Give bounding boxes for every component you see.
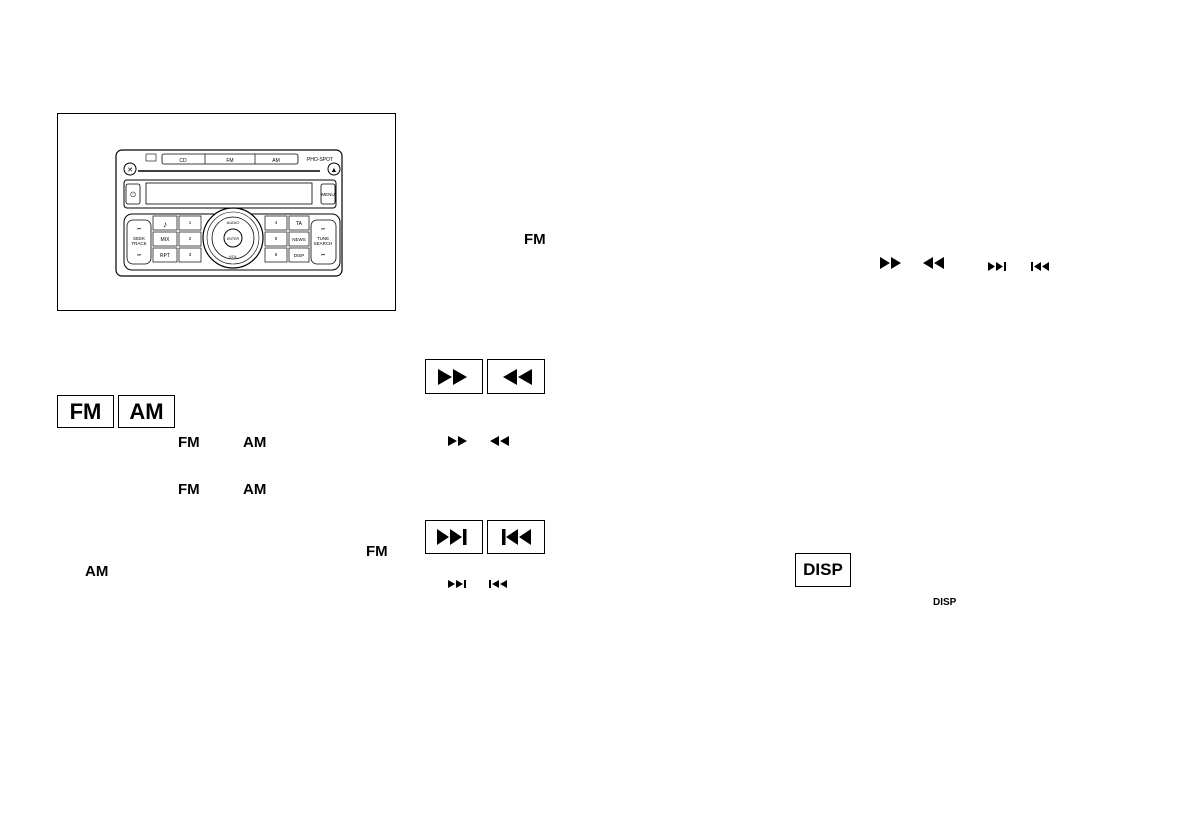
music-note-icon: ♪ (163, 220, 167, 229)
radio-am-label: AM (272, 158, 280, 164)
power-button (125, 183, 141, 205)
svg-text:AUDIO: AUDIO (227, 220, 240, 225)
power-icon: ⏻ (130, 191, 136, 199)
svg-text:TA: TA (296, 221, 303, 227)
radio-brand-label: PHO-SPOT (307, 157, 333, 163)
svg-text:⏭: ⏭ (137, 252, 141, 257)
disp-button-illustration: DISP (795, 553, 851, 587)
svg-text:DISP: DISP (294, 253, 305, 258)
fast-forward-icon (438, 368, 467, 385)
eject-left-icon (123, 162, 137, 176)
svg-text:MENU: MENU (321, 192, 334, 197)
svg-text:⏭: ⏭ (321, 226, 325, 231)
svg-text:TUNE: TUNE (317, 236, 329, 241)
rewind-icon (923, 257, 944, 269)
inline-am-label: AM (85, 563, 109, 580)
rewind-icon (503, 368, 532, 385)
svg-text:TRACK: TRACK (131, 241, 146, 246)
radio-fm-label: FM (226, 158, 233, 164)
inline-fm-label: FM (178, 481, 200, 498)
menu-button (320, 183, 336, 205)
seek-track-button (126, 219, 152, 265)
am-button-illustration: AM (118, 395, 175, 428)
previous-track-button-illustration (487, 520, 545, 554)
svg-text:2: 2 (189, 236, 192, 241)
inline-am-label: AM (243, 481, 267, 498)
svg-text:RPT: RPT (160, 253, 170, 259)
svg-text:SEEK: SEEK (133, 236, 145, 241)
previous-track-icon (1031, 262, 1049, 271)
svg-text:▲: ▲ (331, 167, 338, 174)
rewind-icon (490, 436, 509, 446)
svg-text:1: 1 (189, 220, 192, 225)
svg-text:NEWS: NEWS (292, 237, 306, 242)
svg-text:ENTER: ENTER (227, 237, 240, 241)
fast-forward-icon (880, 257, 901, 269)
svg-text:6: 6 (275, 252, 278, 257)
next-track-button-illustration (425, 520, 483, 554)
svg-text:✕: ✕ (127, 167, 133, 174)
cd-logo-icon (145, 153, 157, 162)
tune-search-button (310, 219, 337, 265)
svg-text:⏮: ⏮ (321, 252, 325, 257)
fast-forward-icon (448, 436, 467, 446)
svg-text:MIX: MIX (161, 237, 171, 243)
inline-fm-label: FM (366, 543, 388, 560)
svg-text:5: 5 (275, 236, 278, 241)
previous-track-icon (502, 529, 531, 545)
fast-forward-button-illustration (425, 359, 483, 394)
inline-fm-label: FM (178, 434, 200, 451)
radio-figure: CD FM AM PHO-SPOT ✕ ▲ ⏻ MENU ⏮ SEEK TRAC… (57, 113, 396, 311)
rewind-button-illustration (487, 359, 545, 394)
inline-fm-label: FM (524, 231, 546, 248)
next-track-icon (437, 529, 467, 545)
fm-button-illustration: FM (57, 395, 114, 428)
previous-track-icon (489, 580, 507, 588)
radio-illustration: CD FM AM PHO-SPOT ✕ ▲ ⏻ MENU ⏮ SEEK TRAC… (115, 149, 343, 277)
svg-text:VOL: VOL (229, 254, 238, 259)
eject-icon (327, 162, 341, 176)
svg-text:SEARCH: SEARCH (314, 241, 333, 246)
svg-text:3: 3 (189, 252, 192, 257)
inline-disp-label: DISP (933, 597, 957, 608)
radio-display (145, 182, 313, 205)
next-track-icon (448, 580, 466, 588)
svg-text:⏮: ⏮ (137, 226, 141, 231)
radio-cd-label: CD (179, 158, 187, 164)
next-track-icon (988, 262, 1006, 271)
svg-text:4: 4 (275, 220, 278, 225)
inline-am-label: AM (243, 434, 267, 451)
